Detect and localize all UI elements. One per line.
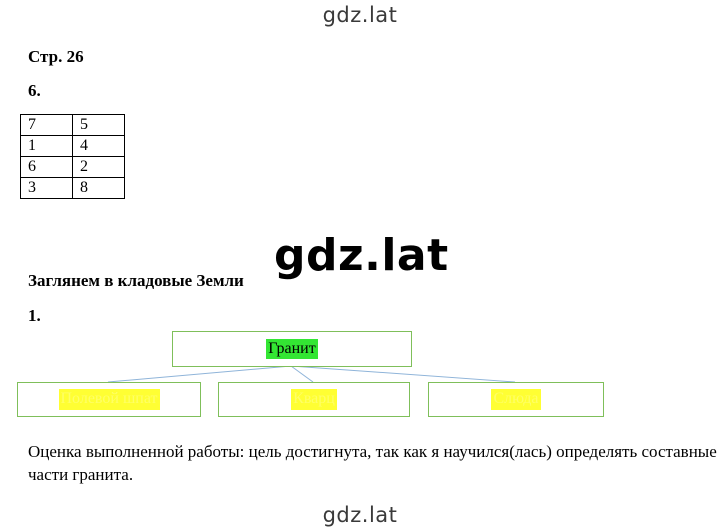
answer-table: 7 5 1 4 6 2 3 8	[20, 114, 125, 199]
table-cell: 8	[72, 177, 125, 199]
mica-label: Слюда	[491, 389, 541, 410]
granite-label: Гранит	[266, 338, 318, 360]
feldspar-box: Полевой шпат	[17, 382, 201, 417]
watermark-top: gdz.lat	[322, 3, 398, 27]
watermark-middle: gdz.lat	[274, 230, 449, 281]
page-reference: Стр. 26	[28, 47, 84, 66]
watermark-bottom: gdz.lat	[322, 503, 398, 527]
quartz-box: Кварц	[218, 382, 410, 417]
link-granite-feldspar	[107, 365, 292, 383]
quartz-label: Кварц	[291, 389, 337, 410]
section-title: Заглянем в кладовые Земли	[28, 271, 244, 290]
link-granite-quartz	[290, 365, 314, 383]
link-granite-mica	[290, 365, 516, 383]
table-row: 6 2	[20, 156, 125, 178]
feldspar-label: Полевой шпат	[58, 389, 160, 410]
conclusion-text: Оценка выполненной работы: цель достигну…	[28, 442, 717, 484]
mica-box: Слюда	[428, 382, 604, 417]
table-row: 3 8	[20, 177, 125, 199]
task-6-number: 6.	[28, 81, 41, 100]
table-cell: 4	[72, 135, 125, 157]
table-row: 7 5	[20, 114, 125, 136]
task-1-number: 1.	[28, 306, 41, 325]
granite-box: Гранит	[172, 331, 412, 367]
